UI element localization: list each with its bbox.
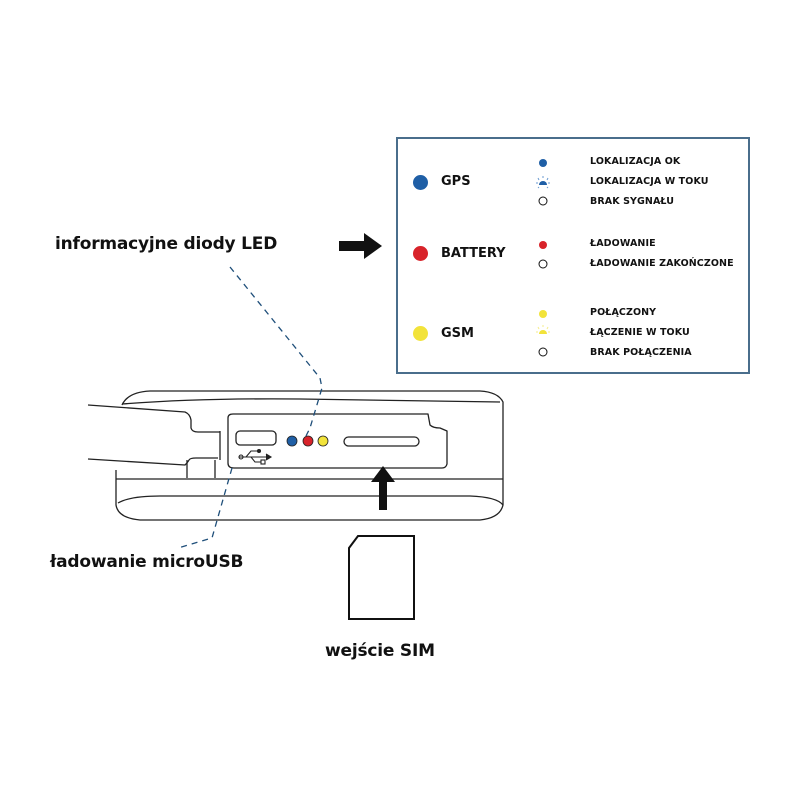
sim-insert-arrow-icon [371, 466, 395, 510]
battery-state-label: ŁADOWANIE [590, 238, 656, 249]
gsm-state-label: BRAK POŁĄCZENIA [590, 347, 692, 358]
gps-state-label: LOKALIZACJA W TOKU [590, 176, 709, 187]
device-led-battery [302, 435, 314, 447]
device-led-gsm [317, 435, 329, 447]
micro-usb-port [235, 430, 277, 446]
gsm-filled-dot-icon [538, 309, 548, 319]
device-led-gps [286, 435, 298, 447]
device-bottom-band [117, 495, 504, 506]
gps-color-dot-icon [413, 175, 428, 190]
battery-empty-dot-icon [538, 259, 548, 269]
led-legend-box: GPS LOKALIZACJA OK LOKALIZACJA W TOKU BR… [396, 137, 750, 374]
gsm-empty-dot-icon [538, 347, 548, 357]
category-name-gps: GPS [441, 174, 471, 189]
battery-color-dot-icon [413, 246, 428, 261]
callout-sim-slot: wejście SIM [325, 641, 435, 661]
sim-slot [343, 436, 420, 447]
gsm-blinking-dot-icon [535, 324, 551, 338]
battery-state-label: ŁADOWANIE ZAKOŃCZONE [590, 258, 734, 269]
usb-symbol-icon [238, 448, 273, 465]
gps-state-label: BRAK SYGNAŁU [590, 196, 675, 207]
gps-empty-dot-icon [538, 196, 548, 206]
gps-filled-dot-icon [538, 158, 548, 168]
gps-blinking-dot-icon [535, 175, 551, 189]
category-name-battery: BATTERY [441, 246, 506, 261]
gps-state-label: LOKALIZACJA OK [590, 156, 681, 167]
leader-line-led [229, 266, 323, 437]
gsm-state-label: POŁĄCZONY [590, 307, 657, 318]
strap [87, 404, 220, 433]
gsm-state-label: ŁĄCZENIE W TOKU [590, 327, 690, 338]
category-name-gsm: GSM [441, 326, 474, 341]
battery-filled-dot-icon [538, 240, 548, 250]
strap-lower [87, 457, 218, 466]
gsm-color-dot-icon [413, 326, 428, 341]
callout-led-diodes: informacyjne diody LED [55, 234, 278, 254]
sim-card-icon [348, 535, 415, 620]
callout-micro-usb: ładowanie microUSB [50, 552, 244, 572]
port-panel [227, 413, 448, 469]
leader-line-usb [177, 467, 233, 549]
arrow-right-icon [339, 233, 382, 259]
device-top-edge [121, 398, 501, 405]
device-body [115, 390, 504, 521]
